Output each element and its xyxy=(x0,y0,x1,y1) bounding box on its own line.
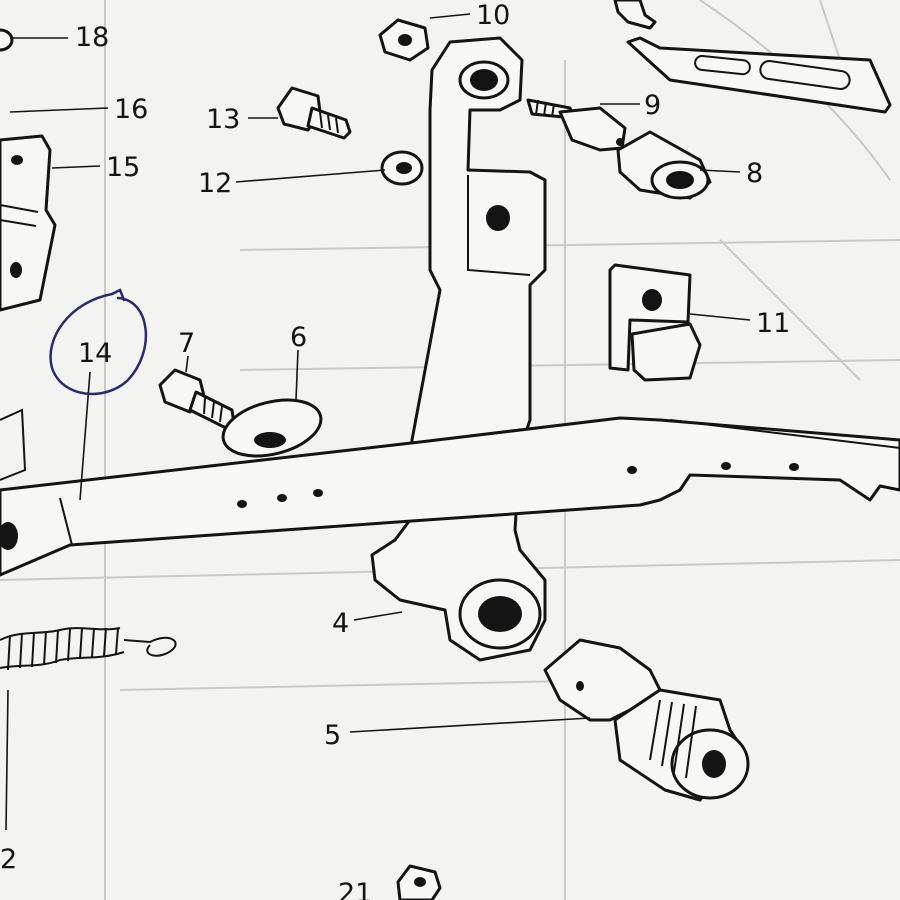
callout-8: 8 xyxy=(746,158,763,189)
callout-18: 18 xyxy=(75,22,109,53)
callout-14: 14 xyxy=(78,338,112,369)
long-link-bar xyxy=(0,416,900,577)
callout-6: 6 xyxy=(290,322,307,353)
part-18-fastener xyxy=(0,28,14,52)
callout-9: 9 xyxy=(644,90,661,121)
callout-7: 7 xyxy=(178,328,195,359)
callout-5: 5 xyxy=(324,720,341,751)
part-4-lever xyxy=(370,36,547,662)
leader-lines xyxy=(9,13,751,733)
callout-labels: 18 16 15 14 13 12 10 9 8 11 7 6 4 5 2 21 xyxy=(0,0,790,900)
part-15-16-bracket xyxy=(0,134,57,481)
part-7-screw xyxy=(158,368,236,430)
part-13-screw xyxy=(276,86,352,140)
part-11-block xyxy=(608,263,702,382)
handwritten-circle-annotation xyxy=(49,288,148,396)
callout-11: 11 xyxy=(756,308,790,339)
callout-4: 4 xyxy=(332,608,349,639)
callout-13: 13 xyxy=(206,104,240,135)
callout-10: 10 xyxy=(476,0,510,31)
part-12-washer xyxy=(380,150,424,186)
part-2-spring xyxy=(0,627,177,831)
callout-21: 21 xyxy=(338,878,372,900)
part-top-screw xyxy=(613,0,657,30)
callout-15: 15 xyxy=(106,152,140,183)
callout-2: 2 xyxy=(0,844,17,875)
part-10-nut xyxy=(378,18,430,62)
callout-16: 16 xyxy=(114,94,148,125)
part-top-plate xyxy=(626,36,892,114)
part-9-screw xyxy=(526,98,627,152)
part-5-shaft xyxy=(543,638,750,802)
part-6-washer xyxy=(221,398,323,458)
part-8-collar xyxy=(616,130,712,200)
part-21-screw xyxy=(396,864,442,900)
callout-12: 12 xyxy=(198,168,232,199)
